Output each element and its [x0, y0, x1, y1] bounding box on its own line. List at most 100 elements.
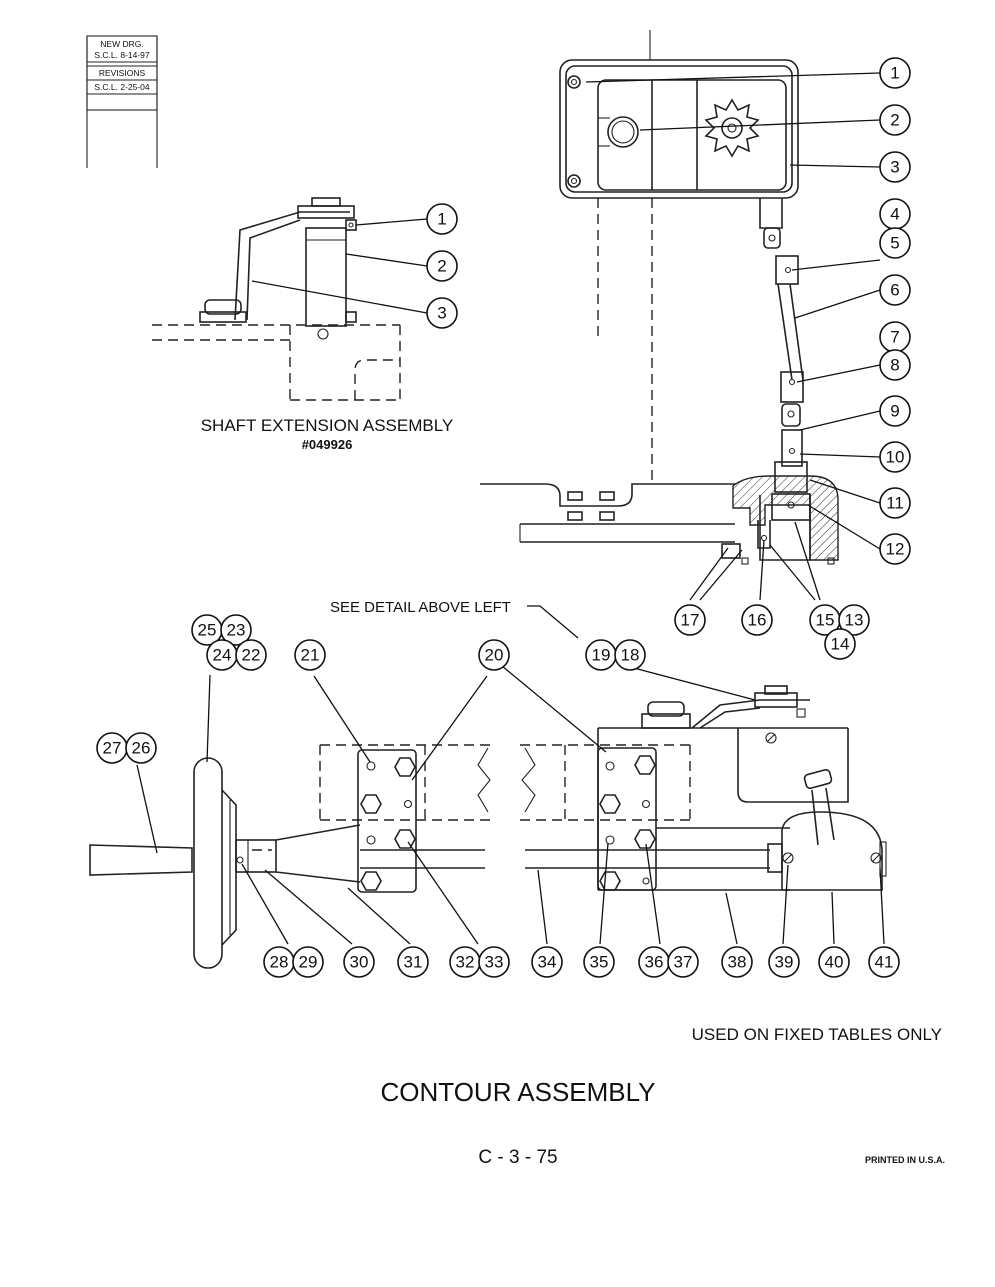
callout-bubble: 28 — [263, 946, 295, 978]
callout-bubble: 7 — [879, 321, 911, 353]
svg-text:21: 21 — [301, 646, 320, 665]
callout-bubble: 8 — [879, 349, 911, 381]
svg-text:3: 3 — [890, 158, 899, 177]
svg-text:2: 2 — [437, 257, 446, 276]
svg-text:10: 10 — [886, 448, 905, 467]
svg-text:12: 12 — [886, 540, 905, 559]
svg-text:6: 6 — [890, 281, 899, 300]
svg-text:2: 2 — [890, 111, 899, 130]
callout-bubble: 10 — [879, 441, 911, 473]
callout-bubble: 34 — [531, 946, 563, 978]
svg-text:30: 30 — [350, 953, 369, 972]
svg-text:35: 35 — [590, 953, 609, 972]
callout-bubble: 39 — [768, 946, 800, 978]
svg-text:26: 26 — [132, 739, 151, 758]
svg-text:17: 17 — [681, 611, 700, 630]
callout-bubble: 21 — [294, 639, 326, 671]
callout-bubble: 24 — [206, 639, 238, 671]
rev-date-1: S.C.L. 8-14-97 — [94, 50, 150, 60]
rev-date-2: S.C.L. 2-25-04 — [94, 82, 150, 92]
svg-text:28: 28 — [270, 953, 289, 972]
svg-text:7: 7 — [890, 328, 899, 347]
callout-bubble: 13 — [838, 604, 870, 636]
svg-text:13: 13 — [845, 611, 864, 630]
see-detail-label: SEE DETAIL ABOVE LEFT — [330, 599, 511, 616]
svg-text:27: 27 — [103, 739, 122, 758]
usage-note: USED ON FIXED TABLES ONLY — [692, 1025, 942, 1044]
svg-text:38: 38 — [728, 953, 747, 972]
callout-bubble: 31 — [397, 946, 429, 978]
callout-bubble: 36 — [638, 946, 670, 978]
upper-assembly-callouts: 1 2 3 4 5 6 7 8 9 10 11 12 17 16 15 13 1… — [674, 57, 911, 660]
callout-bubble: 29 — [292, 946, 324, 978]
callout-bubble: 38 — [721, 946, 753, 978]
callout-bubble: 41 — [868, 946, 900, 978]
svg-text:11: 11 — [886, 494, 904, 513]
shaft-extension-detail: SHAFT EXTENSION ASSEMBLY #049926 — [152, 197, 454, 452]
svg-text:25: 25 — [198, 621, 217, 640]
callout-bubble: 15 — [809, 604, 841, 636]
svg-text:1: 1 — [890, 64, 899, 83]
callout-bubble: 30 — [343, 946, 375, 978]
svg-text:34: 34 — [538, 953, 557, 972]
callout-bubble: 32 — [449, 946, 481, 978]
printed-in-usa: PRINTED IN U.S.A. — [865, 1155, 945, 1165]
svg-text:37: 37 — [674, 953, 693, 972]
callout-bubble: 6 — [879, 274, 911, 306]
svg-text:18: 18 — [621, 646, 640, 665]
callout-bubble: 11 — [879, 487, 911, 519]
callout-bubble: 23 — [220, 614, 252, 646]
callout-bubble: 22 — [235, 639, 267, 671]
callout-bubble: 9 — [879, 395, 911, 427]
callout-bubble: 33 — [478, 946, 510, 978]
svg-text:1: 1 — [437, 210, 446, 229]
rev-new-drg: NEW DRG. — [100, 39, 143, 49]
detail-part-number: #049926 — [302, 437, 353, 452]
main-assembly-callouts: 25 23 24 22 21 20 19 18 27 26 28 29 30 3… — [96, 614, 900, 978]
svg-text:15: 15 — [816, 611, 835, 630]
upper-assembly — [480, 30, 839, 565]
svg-text:20: 20 — [485, 646, 504, 665]
callout-bubble: 12 — [879, 533, 911, 565]
callout-bubble: 5 — [879, 227, 911, 259]
callout-bubble: 3 — [879, 151, 911, 183]
callout-bubble: 2 — [879, 104, 911, 136]
svg-text:32: 32 — [456, 953, 475, 972]
svg-text:8: 8 — [890, 356, 899, 375]
callout-bubble: 17 — [674, 604, 706, 636]
svg-text:24: 24 — [213, 646, 232, 665]
svg-text:14: 14 — [831, 635, 850, 654]
svg-text:16: 16 — [748, 611, 767, 630]
svg-text:9: 9 — [890, 402, 899, 421]
callout-bubble: 37 — [667, 946, 699, 978]
svg-text:36: 36 — [645, 953, 664, 972]
callout-bubble: 1 — [879, 57, 911, 89]
callout-bubble: 14 — [824, 628, 856, 660]
callout-bubble: 18 — [614, 639, 646, 671]
svg-text:3: 3 — [437, 304, 446, 323]
svg-text:39: 39 — [775, 953, 794, 972]
callout-bubble: 4 — [879, 198, 911, 230]
revision-block: NEW DRG. S.C.L. 8-14-97 REVISIONS S.C.L.… — [86, 35, 158, 168]
detail-title: SHAFT EXTENSION ASSEMBLY — [201, 416, 454, 435]
callout-bubble: 20 — [478, 639, 510, 671]
svg-text:22: 22 — [242, 646, 261, 665]
callout-bubble: 40 — [818, 946, 850, 978]
svg-text:23: 23 — [227, 621, 246, 640]
callout-bubble: 27 — [96, 732, 128, 764]
svg-text:40: 40 — [825, 953, 844, 972]
rev-revisions: REVISIONS — [99, 68, 146, 78]
callout-bubble: 35 — [583, 946, 615, 978]
callout-bubble: 16 — [741, 604, 773, 636]
svg-text:33: 33 — [485, 953, 504, 972]
svg-text:29: 29 — [299, 953, 318, 972]
svg-text:5: 5 — [890, 234, 899, 253]
callout-bubble: 19 — [585, 639, 617, 671]
drawing-title: CONTOUR ASSEMBLY — [381, 1077, 656, 1107]
callout-bubble: 2 — [426, 250, 458, 282]
callout-bubble: 3 — [426, 297, 458, 329]
detail-callouts: 1 2 3 — [426, 203, 458, 329]
leader-lines — [136, 72, 885, 945]
callout-bubble: 26 — [125, 732, 157, 764]
